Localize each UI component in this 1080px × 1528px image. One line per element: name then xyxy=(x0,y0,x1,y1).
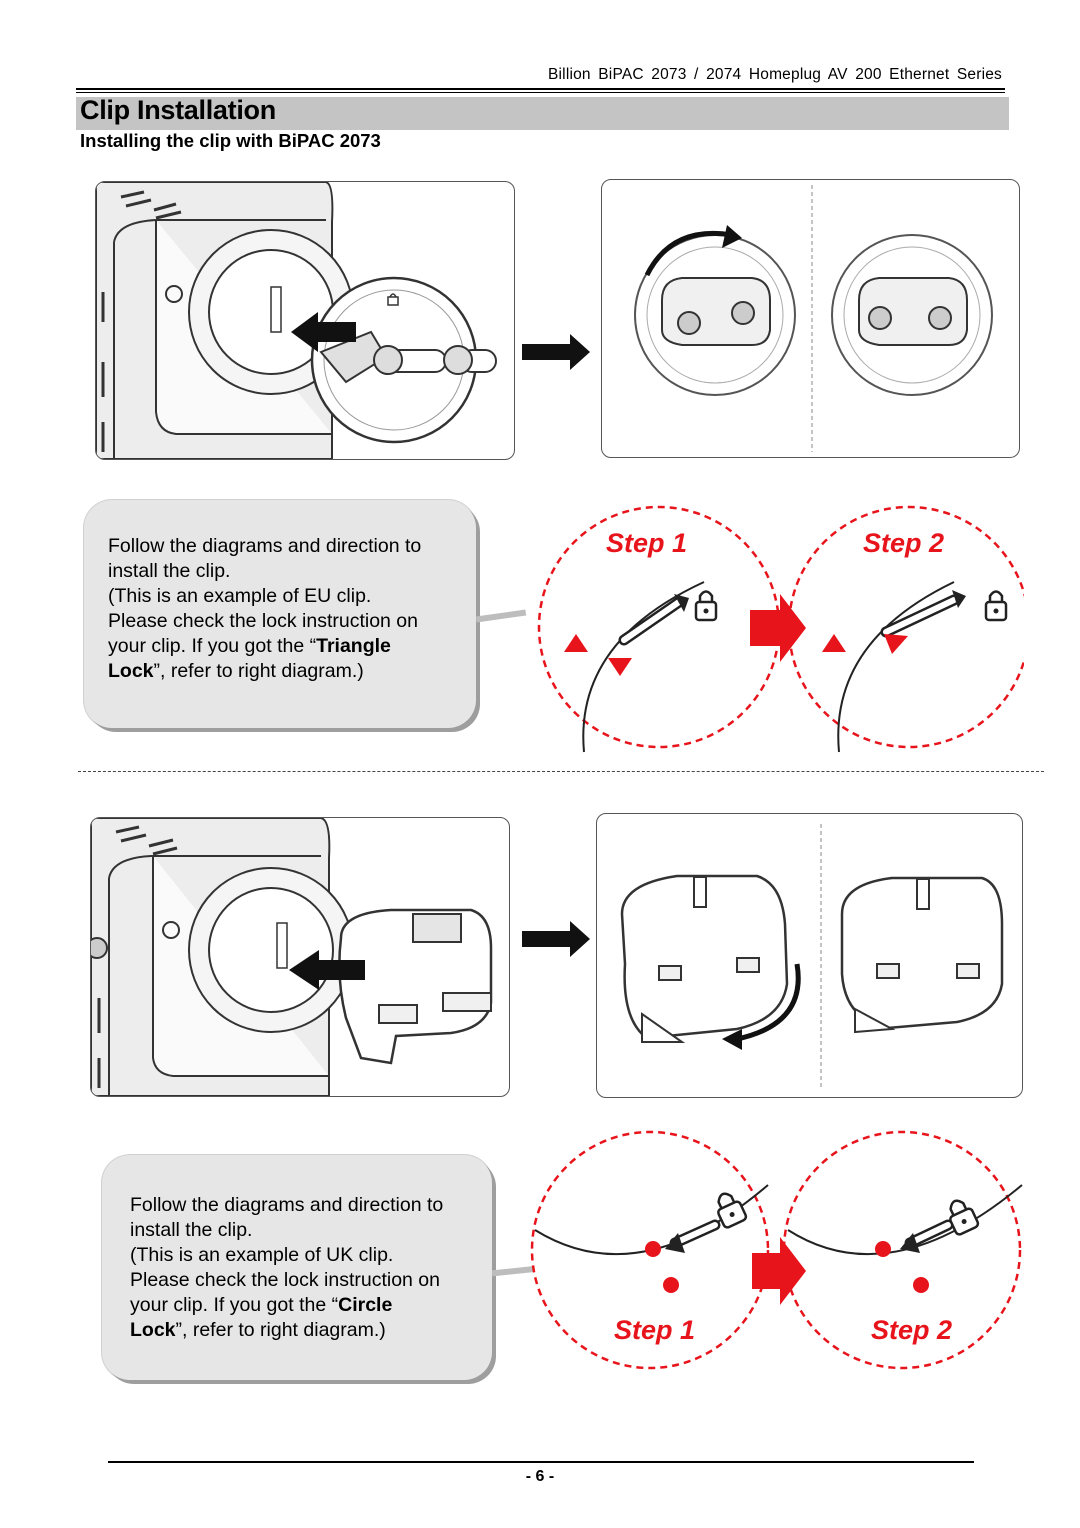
uk-note-line: (This is an example of UK clip. xyxy=(130,1244,394,1266)
eu-note-line: Lock”, refer to right diagram.) xyxy=(108,659,478,684)
uk-note-line: Please check the lock instruction on xyxy=(130,1269,441,1291)
uk-note-fragment: your clip. If you got the “ xyxy=(130,1294,339,1316)
uk-note-fragment: ”, refer to right diagram.) xyxy=(175,1319,386,1341)
uk-lock-type: Circle xyxy=(338,1294,393,1316)
eu-note-box: Follow the diagrams and direction to ins… xyxy=(84,500,476,728)
eu-note-line: (This is an example of EU clip. xyxy=(108,585,372,607)
uk-note-line: Lock”, refer to right diagram.) xyxy=(130,1318,496,1343)
eu-device-illustration xyxy=(95,181,515,460)
eu-step-diagram: Step 1 Step 2 xyxy=(524,502,1024,754)
lock-icon xyxy=(694,590,718,622)
eu-note-line: Follow the diagrams and direction to xyxy=(108,535,422,557)
uk-note-text: Follow the diagrams and direction to ins… xyxy=(130,1193,496,1343)
eu-rotation-illustration xyxy=(601,179,1020,458)
uk-rotation-illustration xyxy=(596,813,1023,1098)
uk-step2-label: Step 2 xyxy=(871,1315,952,1345)
uk-note-line: your clip. If you got the “Circle xyxy=(130,1293,496,1318)
eu-note-line: install the clip. xyxy=(108,560,231,582)
eu-note-line: Please check the lock instruction on xyxy=(108,610,419,632)
eu-note-connector xyxy=(475,609,527,623)
right-arrow-icon xyxy=(522,921,592,957)
section-title-bar xyxy=(76,97,1009,130)
lock-icon xyxy=(717,1192,748,1229)
right-arrow-icon xyxy=(522,334,592,370)
eu-note-text: Follow the diagrams and direction to ins… xyxy=(108,534,478,684)
eu-note-fragment: ”, refer to right diagram.) xyxy=(153,660,364,682)
page-number: - 6 - xyxy=(525,1468,555,1485)
eu-note-fragment: your clip. If you got the “ xyxy=(108,635,317,657)
uk-note-line: install the clip. xyxy=(130,1219,253,1241)
document-header: Billion BiPAC 2073 / 2074 Homeplug AV 20… xyxy=(548,66,1002,83)
eu-lock-type: Triangle xyxy=(316,635,391,657)
uk-note-box: Follow the diagrams and direction to ins… xyxy=(102,1155,492,1380)
lock-icon xyxy=(984,590,1008,622)
header-rule xyxy=(76,88,1005,90)
header-rule-thin xyxy=(76,92,1005,93)
section-title: Clip Installation xyxy=(80,95,276,125)
eu-step2-label: Step 2 xyxy=(863,528,944,558)
uk-device-illustration xyxy=(90,817,510,1097)
uk-lock-word: Lock xyxy=(130,1319,176,1341)
eu-step1-label: Step 1 xyxy=(606,528,687,558)
uk-note-line: Follow the diagrams and direction to xyxy=(130,1194,444,1216)
uk-step1-label: Step 1 xyxy=(614,1315,695,1345)
eu-note-line: your clip. If you got the “Triangle xyxy=(108,634,478,659)
uk-step-diagram: Step 1 Step 2 xyxy=(530,1125,1025,1375)
lock-icon xyxy=(949,1199,980,1236)
section-separator xyxy=(78,771,1044,772)
footer-rule xyxy=(108,1461,974,1463)
eu-lock-word: Lock xyxy=(108,660,154,682)
section-subtitle: Installing the clip with BiPAC 2073 xyxy=(80,130,381,151)
